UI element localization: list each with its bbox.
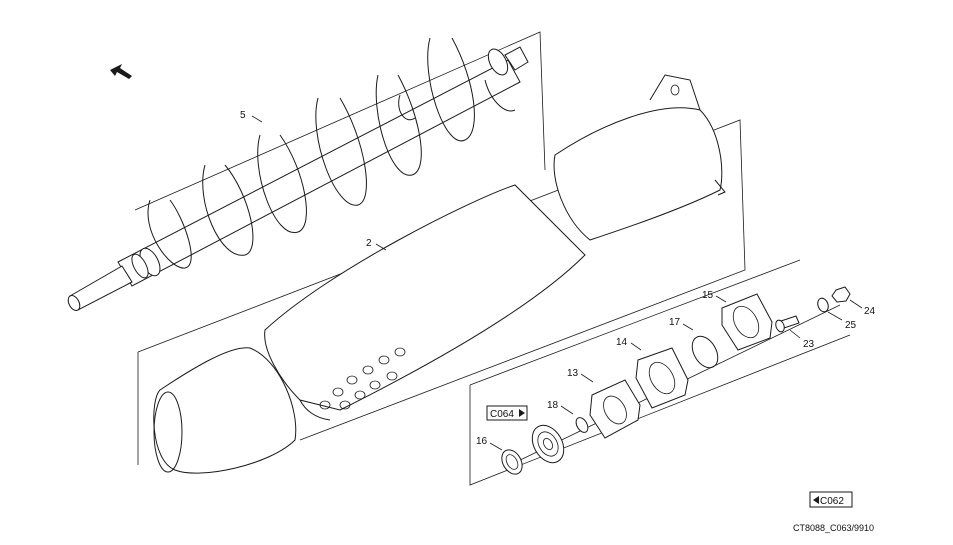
ref-prev-button[interactable]: C062 (809, 491, 853, 508)
svg-text:C062: C062 (820, 496, 844, 507)
direction-arrow-icon (110, 64, 132, 79)
callouts: 5 2 15 24 25 17 23 14 13 18 16 (240, 110, 876, 451)
trough-assembly (137, 74, 746, 474)
svg-text:C064: C064 (490, 409, 514, 420)
callout-14: 14 (616, 337, 628, 348)
drawing-code: CT8088_C063/9910 (793, 523, 874, 533)
callout-16: 16 (476, 436, 488, 447)
callout-15: 15 (702, 290, 714, 301)
callout-24: 24 (864, 306, 876, 317)
trough-holes (319, 347, 406, 410)
callout-17: 17 (669, 317, 681, 328)
auger-assembly (67, 31, 546, 311)
arrow-left-icon (813, 496, 819, 504)
callout-18: 18 (547, 400, 559, 411)
callout-25: 25 (845, 320, 857, 331)
callout-5: 5 (240, 110, 246, 121)
callout-2: 2 (366, 238, 372, 249)
bearing-assembly (469, 259, 851, 486)
ref-next-button[interactable]: C064 (486, 405, 528, 421)
arrow-right-icon (519, 409, 525, 417)
callout-13: 13 (567, 368, 579, 379)
callout-23: 23 (803, 339, 815, 350)
